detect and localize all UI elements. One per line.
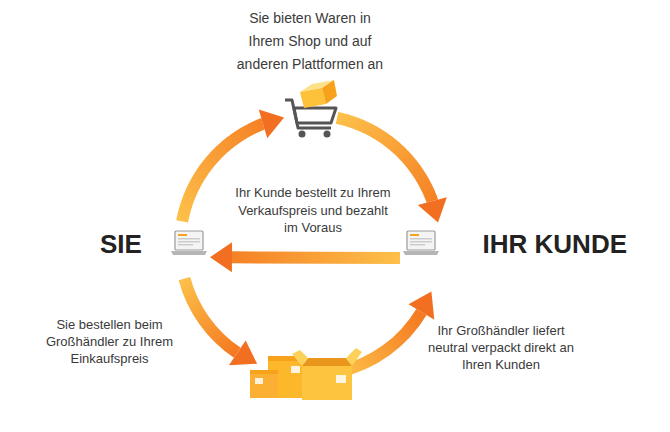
laptop-screen [175, 231, 203, 250]
laptop-base [171, 251, 207, 255]
step-text: Sie bieten Waren in Ihrem Shop und auf a… [232, 7, 388, 76]
arrow-shaft [232, 251, 400, 264]
parcel-front [300, 88, 326, 108]
laptop-icon [403, 231, 439, 255]
party-node: IHR KUNDE [400, 222, 632, 266]
cart-wheel [299, 131, 306, 138]
parcel-label [336, 375, 346, 383]
flow-arrow [210, 242, 400, 272]
cycle-arrow [184, 279, 257, 366]
parcel-box [250, 370, 278, 398]
screen-bar [178, 234, 187, 236]
cart-wheel [324, 131, 331, 138]
step-note: Sie bestellen beim Großhändler zu Ihrem … [42, 316, 177, 367]
open-box-inside [302, 358, 352, 366]
open-box [302, 366, 352, 400]
screen-line [410, 238, 432, 240]
arrow-shaft [339, 312, 421, 372]
cart-basket [294, 108, 336, 123]
party-name: IHR KUNDE [483, 231, 627, 257]
step-note: Ihr Großhändler liefert neutral verpackt… [426, 322, 576, 373]
laptop-base [403, 251, 439, 255]
arrow-head [418, 197, 447, 222]
arrow-head [210, 242, 232, 272]
arrow-head [229, 340, 257, 365]
parcel-side [322, 80, 337, 104]
edge-label: Ihr Kunde bestellt zu Ihrem Verkaufsprei… [233, 184, 393, 237]
arrow-head [409, 292, 435, 320]
party-name: SIE [100, 231, 142, 257]
parcel-tape [250, 370, 278, 374]
laptop-screen [407, 231, 435, 250]
arrow-shaft [184, 279, 237, 353]
parcels-icon [250, 348, 362, 400]
screen-line [410, 244, 425, 246]
screen-line [178, 238, 200, 240]
cycle-arrow [339, 292, 434, 372]
cart-icon [285, 80, 337, 138]
open-box-flap [292, 350, 308, 366]
arrow-head [259, 109, 284, 138]
party-node: SIE [96, 222, 210, 266]
shop-node: Sie bieten Waren in Ihrem Shop und auf a… [283, 86, 337, 140]
parcel-label [291, 366, 300, 373]
parcel-label [255, 378, 263, 384]
screen-line [410, 241, 432, 243]
laptop-icon [171, 231, 207, 255]
screen-line [178, 244, 193, 246]
screen-line [178, 241, 200, 243]
screen-bar [410, 234, 419, 236]
open-box-flap [346, 348, 362, 366]
